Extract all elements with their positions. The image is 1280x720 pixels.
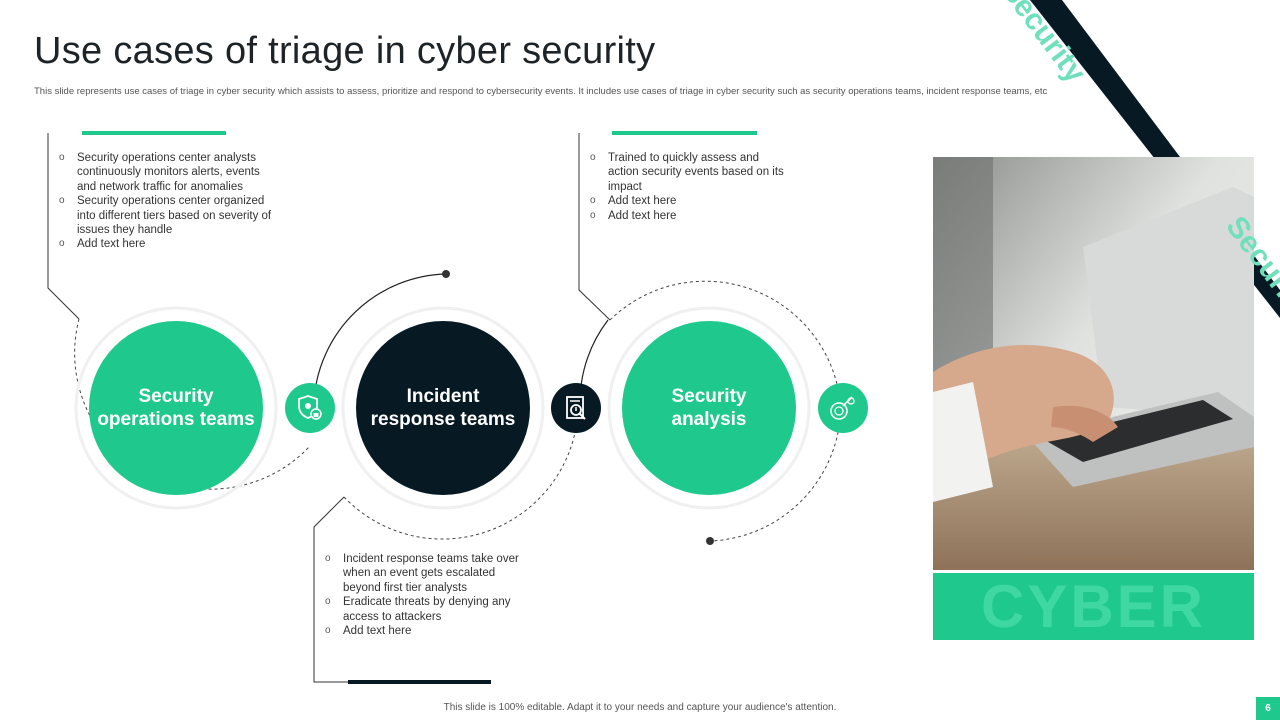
list-item: Trained to quickly assess and action sec… [584, 151, 789, 194]
footer-note: This slide is 100% editable. Adapt it to… [443, 702, 837, 713]
circle-security-operations-teams: Security operations teams [89, 321, 263, 495]
solid-arc-2 [313, 273, 447, 401]
circle-label: Security operations teams [97, 386, 255, 430]
circle-security-analysis: Security analysis [622, 321, 796, 495]
list-item: Add text here [584, 194, 789, 209]
bracket-3 [578, 133, 611, 321]
ring-1 [74, 306, 278, 510]
cyber-caption: CYBER [980, 573, 1207, 640]
list-item: Security operations center analysts cont… [53, 151, 273, 194]
analysis-target-icon [818, 383, 868, 433]
dashed-arc-3b [609, 280, 841, 401]
bullet-list-incident-response: Incident response teams take over when a… [319, 552, 534, 639]
list-item: Add text here [53, 237, 273, 252]
page-title: Use cases of triage in cyber security [34, 30, 656, 72]
arc-dot-2 [706, 537, 714, 545]
list-item: Add text here [319, 624, 534, 639]
circle-label: Incident response teams [370, 386, 516, 430]
list-item: Security operations center organized int… [53, 194, 273, 237]
document-search-icon [551, 383, 601, 433]
page-number: 6 [1256, 697, 1280, 720]
ring-3 [607, 306, 811, 510]
circle-label: Security analysis [671, 386, 747, 430]
bracket-2 [313, 496, 348, 683]
list-item: Add text here [584, 209, 789, 224]
shield-lock-icon [285, 383, 335, 433]
list-item: Eradicate threats by denying any access … [319, 595, 534, 624]
bullet-list-security-analysis: Trained to quickly assess and action sec… [584, 151, 789, 223]
list-item: Incident response teams take over when a… [319, 552, 534, 595]
cyber-caption-box: CYBER [933, 573, 1254, 640]
dashed-arc-2b [343, 427, 577, 540]
page-subtitle: This slide represents use cases of triag… [34, 86, 1048, 97]
dashed-arc-3c [709, 419, 841, 542]
bullet-list-security-operations: Security operations center analysts cont… [53, 151, 273, 252]
circle-incident-response-teams: Incident response teams [356, 321, 530, 495]
laptop-typing-image [933, 157, 1254, 570]
ring-2 [341, 306, 545, 510]
arc-dot-1 [442, 270, 450, 278]
bracket-1 [47, 133, 80, 320]
